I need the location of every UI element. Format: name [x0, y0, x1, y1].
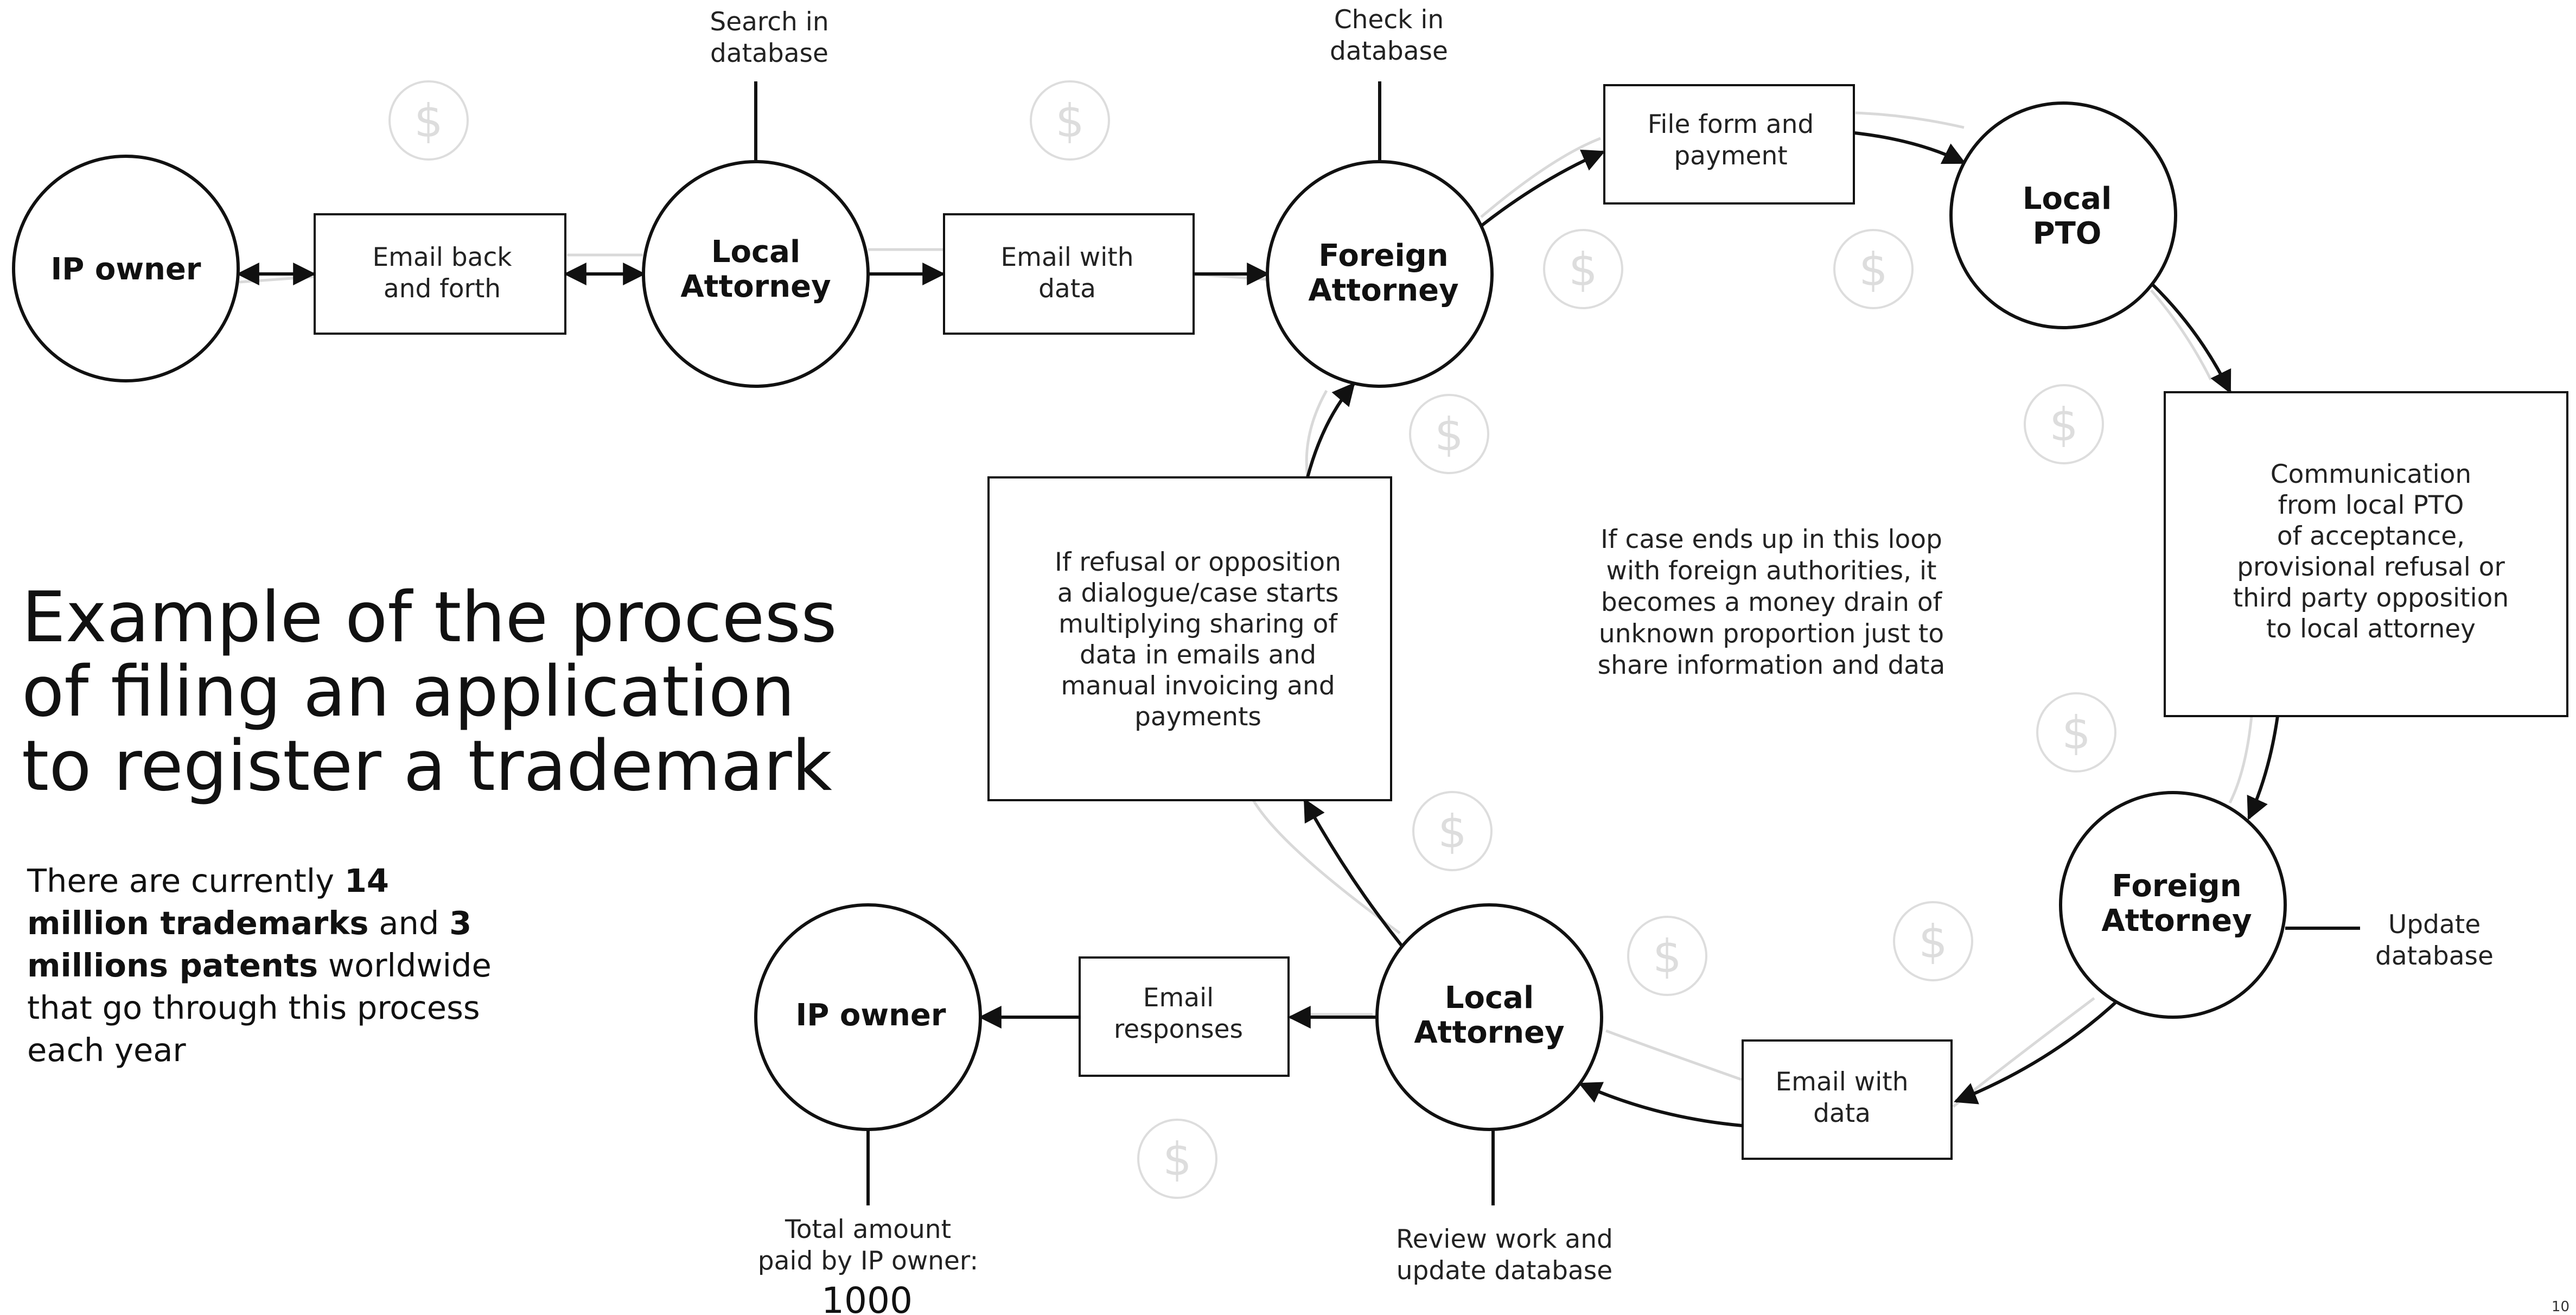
- coin-icon: $: [2036, 692, 2116, 773]
- arrow-local-attorney-refusal: [1303, 798, 1404, 948]
- title-line: to register a trademark: [22, 726, 832, 807]
- arrow-foreign-attorney-email: [1954, 997, 2122, 1105]
- page-subtitle: There are currently 14 million trademark…: [27, 862, 492, 1069]
- arrow-email-local-attorney-bottom: [1578, 1082, 1743, 1127]
- coin-icon: $: [1833, 229, 1914, 309]
- svg-text:IP owner: IP owner: [50, 252, 201, 287]
- coin-icon: $: [1893, 901, 1973, 981]
- svg-text:$: $: [2049, 398, 2078, 451]
- coin-icon: $: [1543, 229, 1623, 309]
- svg-text:$: $: [1055, 94, 1084, 148]
- svg-text:$: $: [1438, 805, 1466, 858]
- coin-icon: $: [1412, 791, 1493, 871]
- svg-text:$: $: [1653, 930, 1681, 983]
- coin-icon: $: [1030, 80, 1110, 161]
- arrow-communication-foreign-attorney: [2247, 716, 2279, 820]
- title-line: of filing an application: [22, 652, 795, 732]
- svg-text:$: $: [1859, 243, 1888, 296]
- connectors: [236, 81, 2360, 1205]
- coin-icon: $: [1137, 1119, 1217, 1199]
- page-title: Example of the process of filing an appl…: [22, 580, 890, 803]
- trademark-count: 14 million trademarks: [27, 862, 389, 942]
- coin-icon: $: [1409, 394, 1489, 474]
- svg-text:$: $: [2062, 706, 2090, 759]
- arrow-file-local-pto: [1854, 131, 1966, 164]
- svg-text:$: $: [1434, 408, 1463, 461]
- svg-text:$: $: [414, 94, 443, 148]
- node-ip-owner-bottom: IP owner: [754, 903, 982, 1131]
- coin-icons: $ $ $ $ $ $ $ $ $ $ $: [388, 80, 2116, 1199]
- arrow-local-pto-communication: [2151, 283, 2231, 394]
- coin-icon: $: [388, 80, 469, 161]
- arrow-foreign-attorney-file: [1479, 149, 1605, 228]
- page-number: 10: [2551, 1299, 2569, 1315]
- title-line: Example of the process: [22, 577, 837, 658]
- svg-text:IP owner: IP owner: [795, 998, 946, 1033]
- arrow-refusal-foreign-attorney: [1306, 382, 1355, 478]
- patent-count: 3 millions patents: [27, 904, 472, 984]
- node-ip-owner-top: IP owner: [12, 155, 240, 382]
- svg-text:$: $: [1918, 915, 1947, 968]
- svg-text:$: $: [1163, 1133, 1191, 1186]
- coin-icon: $: [2024, 384, 2104, 464]
- total-amount-value: 1000: [821, 1280, 913, 1315]
- coin-icon: $: [1627, 916, 1707, 996]
- svg-text:$: $: [1568, 243, 1597, 296]
